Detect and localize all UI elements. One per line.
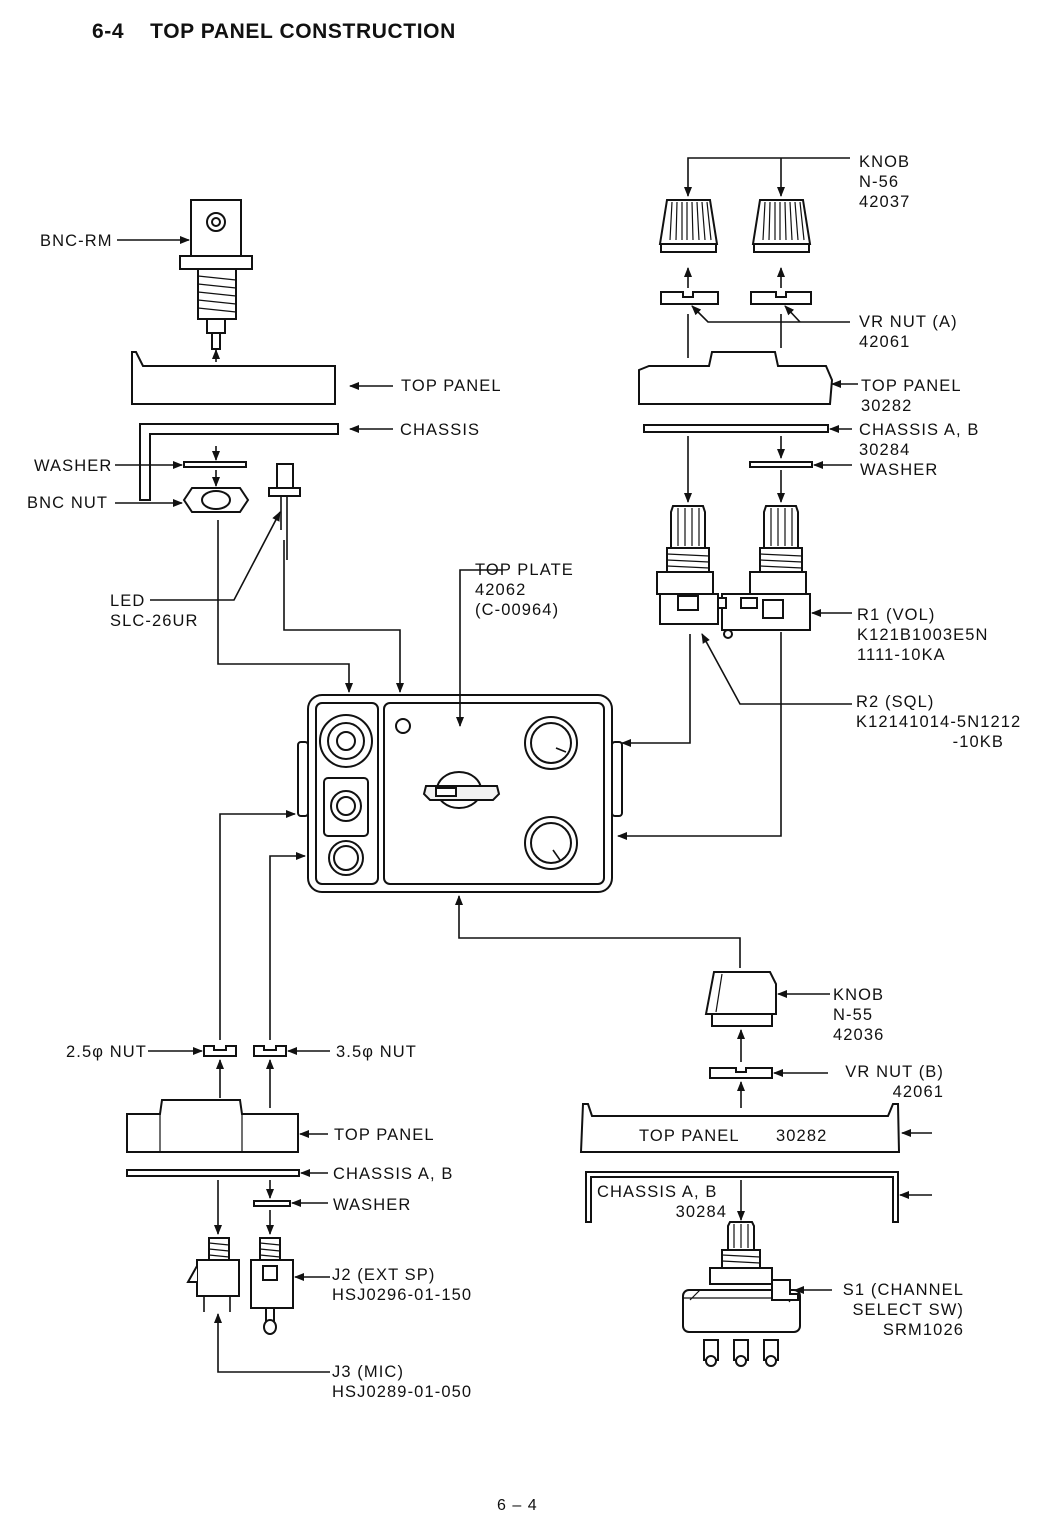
label-knob-n55: KNOB N-55 42036 bbox=[833, 985, 884, 1045]
label-r2: R2 (SQL) K12141014-5N1212 -10KB bbox=[856, 692, 1026, 752]
label-washer-vr: WASHER bbox=[860, 461, 939, 479]
label-s1: S1 (CHANNEL SELECT SW) SRM1026 bbox=[834, 1280, 964, 1340]
label-r1-line-1: R1 (VOL) bbox=[857, 606, 936, 624]
label-led: LED SLC-26UR bbox=[110, 591, 199, 631]
label-chassis-sw-line-2: 30284 bbox=[675, 1203, 727, 1221]
label-nut-2-5: 2.5φ NUT bbox=[66, 1043, 147, 1061]
label-led-line-2: SLC-26UR bbox=[110, 612, 199, 630]
label-top-panel-bnc: TOP PANEL bbox=[401, 377, 502, 395]
label-knob-n55-line-2: N-55 bbox=[833, 1006, 874, 1024]
label-top-panel-vr-line-1: TOP PANEL bbox=[861, 377, 962, 395]
washer-bnc-part bbox=[183, 461, 247, 468]
label-chassis-sw-line-1: CHASSIS A, B bbox=[597, 1183, 718, 1201]
r2-squelch-potentiometer bbox=[656, 505, 727, 625]
label-r1-line-2: K121B1003E5N bbox=[857, 626, 989, 644]
nut-2-5-part bbox=[203, 1045, 237, 1057]
label-chassis-vr-line-2: 30284 bbox=[859, 441, 911, 459]
label-led-line-1: LED bbox=[110, 592, 146, 610]
label-top-plate-line-3: (C-00964) bbox=[475, 601, 560, 619]
label-knob-n55-line-1: KNOB bbox=[833, 986, 885, 1004]
washer-vr-part bbox=[749, 461, 813, 468]
top-panel-jack-part bbox=[126, 1099, 299, 1153]
label-j2-line-2: HSJ0296-01-150 bbox=[332, 1286, 473, 1304]
page-title: 6-4 TOP PANEL CONSTRUCTION bbox=[92, 20, 456, 44]
label-top-plate-line-2: 42062 bbox=[475, 581, 527, 599]
top-panel-vr-part bbox=[638, 351, 834, 405]
label-r2-line-1: R2 (SQL) bbox=[856, 693, 935, 711]
top-panel-bnc-part bbox=[131, 351, 336, 405]
label-top-panel-sw: TOP PANEL bbox=[639, 1127, 740, 1145]
label-washer-bnc: WASHER bbox=[34, 457, 113, 475]
label-bnc-rm: BNC-RM bbox=[40, 232, 113, 250]
washer-jack-part bbox=[253, 1200, 291, 1207]
label-j3-line-2: HSJ0289-01-050 bbox=[332, 1383, 473, 1401]
bnc-rm-connector bbox=[179, 199, 253, 350]
chassis-vr-part bbox=[643, 424, 829, 433]
j2-ext-sp-jack bbox=[250, 1237, 294, 1335]
label-r2-line-2: K12141014-5N1212 bbox=[856, 713, 1022, 731]
label-chassis-bnc: CHASSIS bbox=[400, 421, 481, 439]
label-j3: J3 (MIC) HSJ0289-01-050 bbox=[332, 1362, 472, 1402]
label-vr-nut-b-line-1: VR NUT (B) bbox=[845, 1063, 944, 1081]
knob-n56-right bbox=[751, 199, 812, 253]
label-vr-nut-a-line-1: VR NUT (A) bbox=[859, 313, 958, 331]
bnc-nut-part bbox=[182, 487, 250, 513]
label-nut-3-5: 3.5φ NUT bbox=[336, 1043, 417, 1061]
knob-n55-part bbox=[704, 971, 777, 1027]
s1-channel-select-switch bbox=[682, 1221, 801, 1367]
vr-nut-b-part bbox=[709, 1067, 773, 1079]
section-number: 6-4 bbox=[92, 20, 125, 43]
label-vr-nut-b: VR NUT (B) 42061 bbox=[830, 1062, 944, 1102]
label-vr-nut-a: VR NUT (A) 42061 bbox=[859, 312, 958, 352]
chassis-bnc-part bbox=[139, 423, 339, 501]
top-panel-sw-part bbox=[579, 1103, 901, 1153]
label-j3-line-1: J3 (MIC) bbox=[332, 1363, 405, 1381]
label-top-plate-line-1: TOP PLATE bbox=[475, 561, 574, 579]
vr-nut-a-left bbox=[660, 291, 719, 305]
label-chassis-jack: CHASSIS A, B bbox=[333, 1165, 454, 1183]
label-knob-n55-line-3: 42036 bbox=[833, 1026, 885, 1044]
led-part bbox=[268, 463, 301, 560]
label-j2: J2 (EXT SP) HSJ0296-01-150 bbox=[332, 1265, 472, 1305]
label-top-panel-sw-number: 30282 bbox=[776, 1127, 828, 1145]
label-top-panel-vr-line-2: 30282 bbox=[861, 397, 913, 415]
label-s1-line-1: S1 (CHANNEL bbox=[842, 1281, 964, 1299]
label-r2-line-3: -10KB bbox=[952, 733, 1004, 751]
label-chassis-sw: CHASSIS A, B 30284 bbox=[597, 1182, 727, 1222]
section-title: TOP PANEL CONSTRUCTION bbox=[150, 20, 456, 43]
page-number: 6 – 4 bbox=[497, 1497, 538, 1514]
label-s1-line-2: SELECT SW) bbox=[852, 1301, 964, 1319]
chassis-sw-part bbox=[585, 1171, 899, 1223]
label-knob-n56-line-3: 42037 bbox=[859, 193, 911, 211]
label-chassis-vr: CHASSIS A, B 30284 bbox=[859, 420, 980, 460]
label-knob-n56: KNOB N-56 42037 bbox=[859, 152, 910, 212]
label-r1-line-3: 1111-10KA bbox=[857, 646, 946, 664]
label-top-panel-jack: TOP PANEL bbox=[334, 1126, 435, 1144]
knob-n56-left bbox=[658, 199, 719, 253]
label-top-panel-vr: TOP PANEL 30282 bbox=[861, 376, 962, 416]
chassis-jack-part bbox=[126, 1169, 300, 1177]
label-chassis-vr-line-1: CHASSIS A, B bbox=[859, 421, 980, 439]
r1-volume-potentiometer bbox=[721, 505, 811, 639]
top-plate-assembly bbox=[297, 694, 623, 893]
label-top-plate: TOP PLATE 42062 (C-00964) bbox=[475, 560, 574, 620]
label-s1-line-3: SRM1026 bbox=[882, 1321, 964, 1339]
nut-3-5-part bbox=[253, 1045, 287, 1057]
label-j2-line-1: J2 (EXT SP) bbox=[332, 1266, 436, 1284]
label-vr-nut-a-line-2: 42061 bbox=[859, 333, 911, 351]
label-washer-jack: WASHER bbox=[333, 1196, 412, 1214]
label-r1: R1 (VOL) K121B1003E5N 1111-10KA bbox=[857, 605, 989, 665]
label-vr-nut-b-line-2: 42061 bbox=[892, 1083, 944, 1101]
label-bnc-nut: BNC NUT bbox=[27, 494, 109, 512]
label-knob-n56-line-1: KNOB bbox=[859, 153, 911, 171]
vr-nut-a-right bbox=[750, 291, 812, 305]
label-knob-n56-line-2: N-56 bbox=[859, 173, 900, 191]
j3-mic-jack bbox=[186, 1237, 240, 1312]
